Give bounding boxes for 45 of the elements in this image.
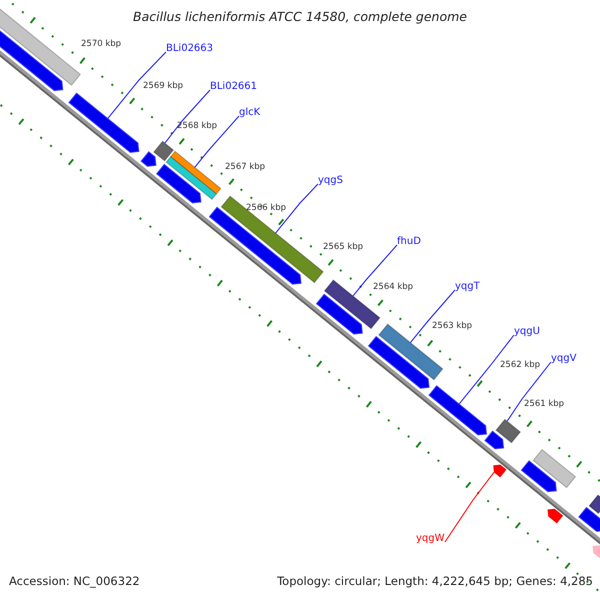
gene-label: yqgV — [551, 353, 576, 365]
gene-feature — [316, 294, 363, 334]
scale-label: 2564 kbp — [373, 282, 414, 293]
gene-label: BLi02663 — [166, 43, 214, 55]
scale-label: 2561 kbp — [524, 399, 564, 410]
footer-text: Accession: NC_006322 — [9, 574, 140, 588]
gene-label: fhuD — [397, 236, 421, 248]
gene-feature — [140, 151, 156, 167]
leader-line — [194, 116, 240, 168]
gene-feature — [428, 385, 487, 436]
footer-text: Topology: circular; Length: 4,222,645 bp; Genes: 4,285 — [277, 574, 593, 588]
scale-label: 2569 kbp — [143, 81, 184, 92]
gene-feature — [484, 430, 504, 450]
gene-feature — [520, 460, 557, 492]
scale-label: 2568 kbp — [177, 121, 218, 132]
leader-line — [107, 52, 166, 119]
gene-label: BLi02661 — [210, 81, 258, 93]
gene-label: yqgU — [514, 326, 540, 338]
diagram-title: Bacillus licheniformis ATCC 14580, complete genome — [133, 9, 467, 24]
scale-label: 2566 kbp — [246, 203, 286, 214]
gene-label: glcK — [239, 107, 260, 119]
gene-feature — [548, 508, 564, 524]
leader-line — [458, 334, 514, 405]
gene-feature — [493, 464, 506, 478]
scale-label: 2570 kbp — [81, 39, 122, 50]
scale-label: 2567 kbp — [225, 162, 266, 173]
leader-line — [164, 90, 210, 144]
leader-line — [444, 472, 494, 542]
gene-block — [588, 494, 600, 514]
gene-feature — [578, 506, 600, 532]
gene-feature — [592, 545, 600, 558]
leader-line — [352, 244, 398, 296]
leader-line — [410, 290, 456, 344]
gene-label: yqgT — [455, 281, 480, 293]
leader-line — [275, 184, 318, 234]
scale-label: 2562 kbp — [500, 360, 540, 371]
gene-feature — [368, 336, 430, 389]
gene-feature — [68, 92, 140, 153]
gene-label: yqgS — [318, 175, 343, 187]
scale-label: 2565 kbp — [323, 242, 364, 253]
gene-block — [165, 156, 218, 200]
gene-feature — [156, 164, 202, 204]
gene-label: yqgW — [416, 533, 445, 545]
leader-line — [506, 362, 552, 422]
scale-label: 2563 kbp — [432, 321, 472, 332]
